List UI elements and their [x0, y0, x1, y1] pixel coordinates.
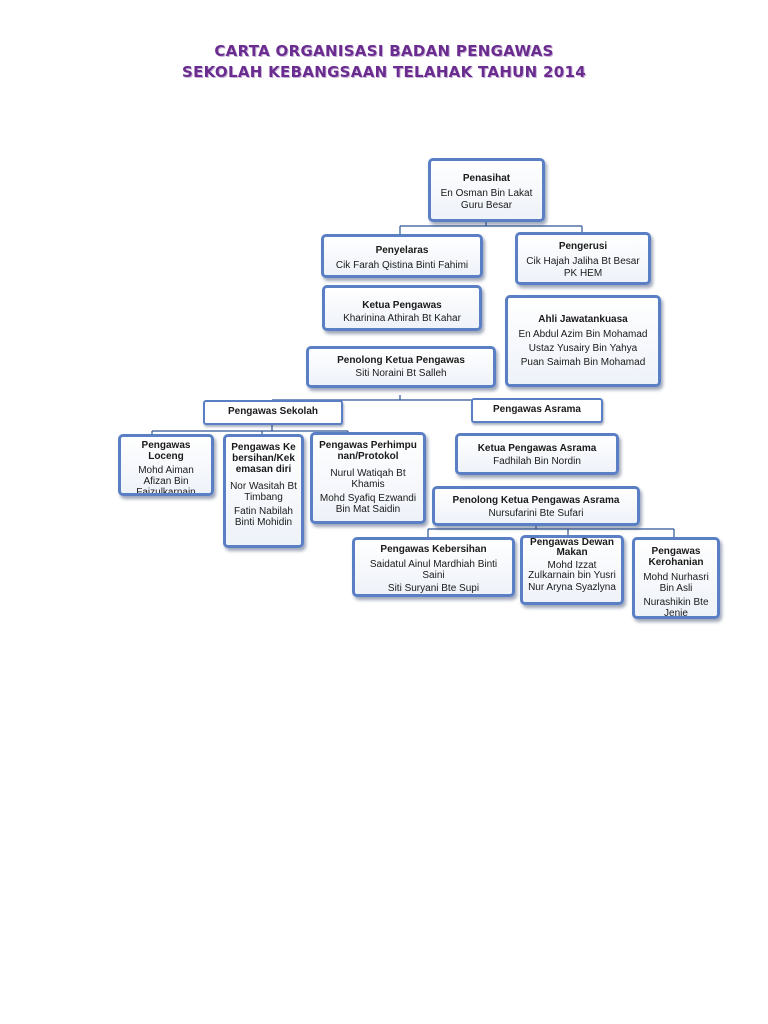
pengawas-perhimpunan-name-1: Nurul Watiqah Bt Khamis — [330, 468, 406, 490]
penasihat-heading: Penasihat — [462, 173, 511, 184]
pengerusi-heading: Pengerusi — [558, 241, 608, 252]
ketua-pengawas-asrama-heading: Ketua Pengawas Asrama — [477, 443, 597, 454]
asrama-pengawas-kebersihan-box: Pengawas Kebersihan Saidatul Ainul Mardh… — [352, 537, 515, 597]
asrama-pengawas-kerohanian-heading: Pengawas Kerohanian — [648, 546, 704, 568]
ahli-jawatankuasa-name-2: Ustaz Yusairy Bin Yahya — [528, 343, 638, 354]
pengawas-loceng-name: Mohd Aiman Afizan Bin Faizulkarnain — [136, 465, 196, 496]
pengawas-perhimpunan-heading: Pengawas Perhimpunan/Protokol — [319, 440, 417, 462]
asrama-pengawas-dewan-makan-name-1: Mohd Izzat Zulkarnain bin Yusri — [528, 560, 616, 581]
asrama-pengawas-kerohanian-name-2: Nurashikin Bte Jenie — [643, 597, 709, 619]
chart-title-line-2: SEKOLAH KEBANGSAAN TELAHAK TAHUN 2014 — [182, 63, 586, 81]
pengawas-kebersihan-kekemasan-box: Pengawas Kebersihan/Kekemasan diri Nor W… — [223, 434, 304, 548]
asrama-pengawas-kerohanian-box: Pengawas Kerohanian Mohd Nurhasri Bin As… — [632, 537, 720, 619]
pengawas-loceng-heading: Pengawas Loceng — [141, 440, 191, 462]
pengawas-kebersihan-kekemasan-heading: Pengawas Kebersihan/Kekemasan diri — [231, 442, 296, 475]
penasihat-role: Guru Besar — [460, 200, 513, 211]
pengawas-sekolah-label: Pengawas Sekolah — [203, 400, 343, 425]
penolong-ketua-pengawas-asrama-name: Nursufarini Bte Sufari — [488, 508, 584, 519]
penolong-ketua-pengawas-box: Penolong Ketua Pengawas Siti Noraini Bt … — [306, 346, 496, 388]
penolong-ketua-pengawas-asrama-heading: Penolong Ketua Pengawas Asrama — [452, 495, 620, 506]
penolong-ketua-pengawas-asrama-box: Penolong Ketua Pengawas Asrama Nursufari… — [432, 486, 640, 526]
ahli-jawatankuasa-box: Ahli Jawatankuasa En Abdul Azim Bin Moha… — [505, 295, 661, 387]
asrama-pengawas-kerohanian-name-1: Mohd Nurhasri Bin Asli — [643, 572, 709, 594]
ahli-jawatankuasa-name-1: En Abdul Azim Bin Mohamad — [518, 329, 648, 340]
asrama-pengawas-dewan-makan-box: Pengawas Dewan Makan Mohd Izzat Zulkarna… — [520, 535, 624, 605]
pengawas-kebersihan-kekemasan-name-2: Fatin Nabilah Binti Mohidin — [234, 506, 293, 528]
ahli-jawatankuasa-heading: Ahli Jawatankuasa — [538, 314, 628, 325]
ketua-pengawas-asrama-box: Ketua Pengawas Asrama Fadhilah Bin Nordi… — [455, 433, 619, 475]
pengerusi-name: Cik Hajah Jaliha Bt Besar — [526, 256, 640, 267]
pengawas-perhimpunan-name-2: Mohd Syafiq Ezwandi Bin Mat Saidin — [319, 493, 417, 515]
penyelaras-heading: Penyelaras — [375, 245, 429, 256]
ketua-pengawas-asrama-name: Fadhilah Bin Nordin — [493, 456, 581, 467]
penasihat-name: En Osman Bin Lakat — [440, 188, 533, 199]
chart-title-line-1: CARTA ORGANISASI BADAN PENGAWAS — [214, 42, 554, 60]
penolong-ketua-pengawas-heading: Penolong Ketua Pengawas — [337, 355, 465, 366]
pengawas-loceng-box: Pengawas Loceng Mohd Aiman Afizan Bin Fa… — [118, 434, 214, 496]
asrama-pengawas-dewan-makan-name-2: Nur Aryna Syazlyna — [528, 582, 616, 593]
asrama-pengawas-kebersihan-name-1: Saidatul Ainul Mardhiah Binti Saini — [369, 559, 498, 581]
penyelaras-box: Penyelaras Cik Farah Qistina Binti Fahim… — [321, 234, 483, 278]
penasihat-box: Penasihat En Osman Bin Lakat Guru Besar — [428, 158, 545, 222]
ketua-pengawas-name: Kharinina Athirah Bt Kahar — [343, 313, 461, 324]
penolong-ketua-pengawas-name: Siti Noraini Bt Salleh — [355, 368, 447, 379]
pengerusi-role: PK HEM — [563, 268, 603, 279]
asrama-pengawas-kebersihan-heading: Pengawas Kebersihan — [380, 544, 487, 555]
pengerusi-box: Pengerusi Cik Hajah Jaliha Bt Besar PK H… — [515, 232, 651, 285]
pengawas-perhimpunan-box: Pengawas Perhimpunan/Protokol Nurul Wati… — [310, 432, 426, 524]
penyelaras-name: Cik Farah Qistina Binti Fahimi — [335, 260, 469, 271]
ketua-pengawas-heading: Ketua Pengawas — [362, 300, 442, 311]
pengawas-kebersihan-kekemasan-name-1: Nor Wasitah Bt Timbang — [230, 481, 297, 503]
asrama-pengawas-dewan-makan-heading: Pengawas Dewan Makan — [530, 537, 614, 558]
pengawas-asrama-label: Pengawas Asrama — [471, 398, 603, 423]
asrama-pengawas-kebersihan-name-2: Siti Suryani Bte Supi — [387, 583, 480, 594]
ahli-jawatankuasa-name-3: Puan Saimah Bin Mohamad — [520, 357, 646, 368]
ketua-pengawas-box: Ketua Pengawas Kharinina Athirah Bt Kaha… — [322, 285, 482, 331]
